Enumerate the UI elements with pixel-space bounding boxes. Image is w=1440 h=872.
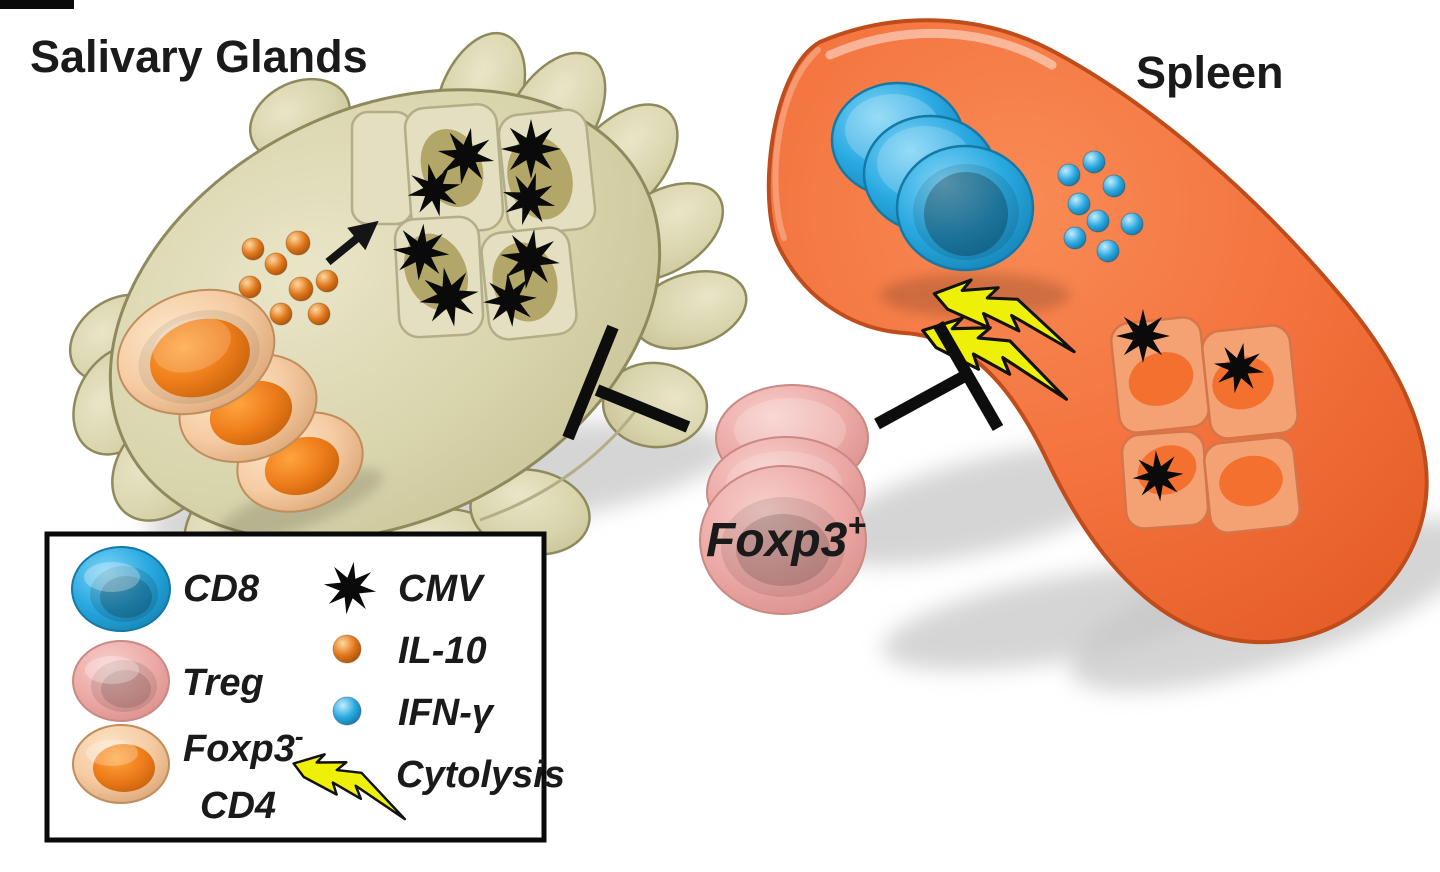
il10-dot xyxy=(269,302,293,326)
cd8-cell xyxy=(895,144,1035,272)
inhibition-left xyxy=(562,324,691,441)
pink-cell-icon xyxy=(72,640,170,722)
t-bar-cap xyxy=(562,324,619,441)
inhibition-right xyxy=(874,321,1004,431)
ifng-dot xyxy=(1102,174,1126,198)
cell-nucleus xyxy=(1219,455,1283,507)
legend-ifng-label: IFN-γ xyxy=(398,692,495,734)
epithelial-cell xyxy=(350,110,414,226)
treg-foxp3-label: Foxp3+ xyxy=(706,507,866,567)
legend-item-cytolysis: Cytolysis xyxy=(285,746,565,821)
legend-item-il10: IL-10 xyxy=(332,630,487,672)
il10-dot xyxy=(264,252,288,276)
t-bar-stem xyxy=(874,371,966,430)
ifng-dot xyxy=(1057,163,1081,187)
ifng-dot xyxy=(1120,212,1144,236)
legend-cd4-label: Foxp3- xyxy=(183,721,304,770)
spleen-infected-cell-grid xyxy=(1110,309,1301,534)
blue-cell-icon xyxy=(71,546,171,632)
legend-cd8-label: CD8 xyxy=(183,568,260,610)
legend-item-treg: Treg xyxy=(72,640,264,722)
legend-item-cd4: Foxp3- CD4 xyxy=(72,721,304,827)
treg-cell-stack: Foxp3+ xyxy=(699,384,869,615)
cd4-cell-stack xyxy=(116,288,384,542)
spleen-highlight xyxy=(825,28,1057,70)
cd4-cell xyxy=(116,288,276,416)
orange-cell-icon xyxy=(72,724,170,804)
il10-dot xyxy=(315,269,339,293)
ifng-dot xyxy=(1067,192,1091,216)
legend-item-cmv: CMV xyxy=(320,558,485,618)
cmv-icon xyxy=(501,119,561,179)
legend-item-cd8: CD8 xyxy=(71,546,260,632)
cell-nucleus xyxy=(1212,356,1274,410)
arrow-icon xyxy=(325,220,379,266)
salivary-glands-title: Salivary Glands xyxy=(30,31,368,82)
ifng-dot xyxy=(1086,209,1110,233)
legend: CD8 Treg Foxp3- CD4 CMV xyxy=(44,531,565,843)
ifng-dot xyxy=(1082,150,1106,174)
il10-dot xyxy=(285,230,311,256)
t-bar-cap xyxy=(932,321,1004,431)
corner-artifact xyxy=(0,0,74,9)
ifng-dot xyxy=(1096,239,1120,263)
blue-dot-icon xyxy=(332,696,362,726)
gland-infected-cell-grid xyxy=(350,103,597,341)
ifng-dot xyxy=(1063,226,1087,250)
legend-item-ifng: IFN-γ xyxy=(332,692,495,734)
cmv-icon xyxy=(1116,309,1170,363)
cell-nucleus xyxy=(1128,352,1194,406)
legend-treg-label: Treg xyxy=(182,662,264,704)
legend-cmv-label: CMV xyxy=(398,568,485,610)
il10-cluster xyxy=(238,230,339,326)
orange-dot-icon xyxy=(332,634,362,664)
il10-dot xyxy=(307,302,331,326)
ifng-cluster xyxy=(1057,150,1144,263)
legend-il10-label: IL-10 xyxy=(398,630,487,672)
spleen-organ xyxy=(766,18,1429,645)
il10-dot xyxy=(288,276,314,302)
legend-cd4-label-line2: CD4 xyxy=(200,785,276,827)
salivary-gland-organ xyxy=(68,31,748,606)
il10-dot xyxy=(238,275,262,299)
legend-cytolysis-label: Cytolysis xyxy=(396,754,565,796)
spleen-title: Spleen xyxy=(1136,47,1284,98)
spleen-highlight xyxy=(772,47,821,241)
il10-dot xyxy=(241,237,265,261)
gland-crease xyxy=(479,401,644,522)
treg-cell xyxy=(699,465,867,615)
t-bar-stem xyxy=(594,384,691,433)
